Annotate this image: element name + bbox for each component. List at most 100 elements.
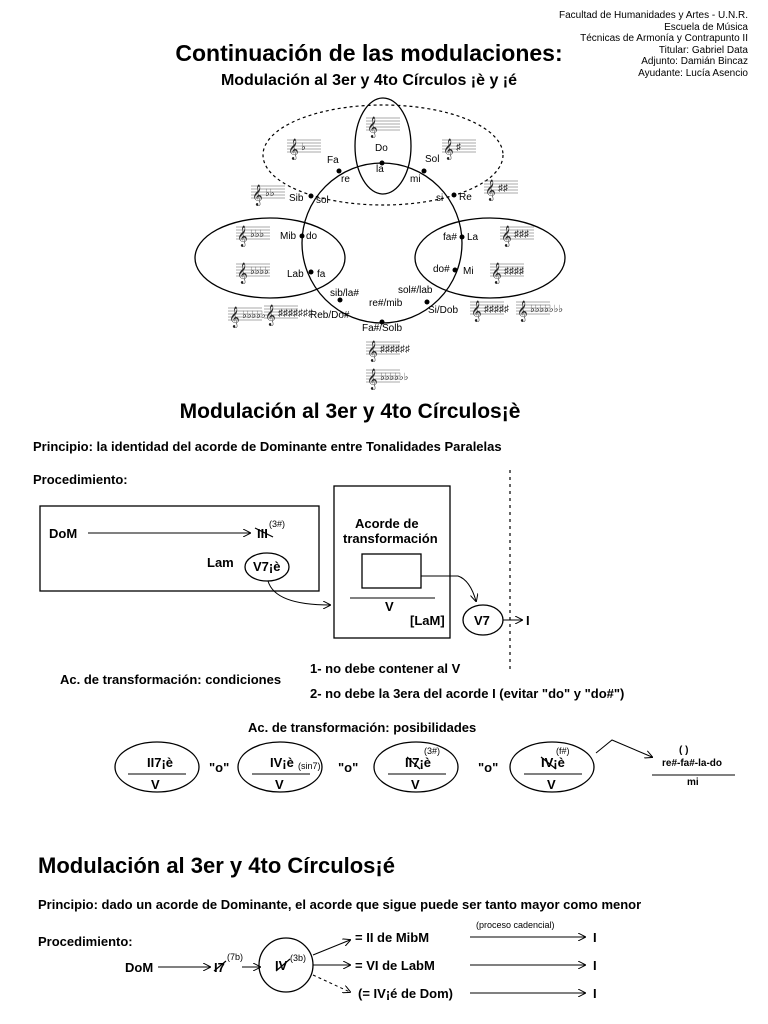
key-label: mi	[410, 174, 421, 185]
svg-text:♭♭♭♭♭♭: ♭♭♭♭♭♭	[380, 372, 409, 383]
tonic-1: I	[593, 930, 597, 945]
key-label: sib/la#	[330, 288, 359, 299]
svg-text:♯♯♯♯♯♯♯: ♯♯♯♯♯♯♯	[278, 308, 313, 319]
svg-text:𝄞: 𝄞	[367, 117, 378, 138]
tonic-2: I	[593, 958, 597, 973]
key-label: Sib	[289, 193, 304, 204]
result-3: (= IV¡é de Dom)	[358, 986, 453, 1001]
lam-key-label: [LaM]	[410, 613, 445, 628]
v7e-arrow	[267, 580, 330, 605]
header-line: Ayudante: Lucía Asencio	[638, 67, 748, 79]
svg-text:𝄞: 𝄞	[485, 180, 496, 201]
key-label: sol	[316, 195, 329, 206]
svg-text:𝄞: 𝄞	[501, 226, 512, 247]
box-title-1: Acorde de	[355, 516, 419, 531]
svg-text:♯♯♯♯: ♯♯♯♯	[504, 266, 524, 277]
svg-text:♭♭♭♭: ♭♭♭♭	[250, 266, 269, 277]
transform-slot	[361, 553, 422, 589]
condition-2: 2- no debe la 3era del acorde I (evitar …	[310, 686, 625, 701]
key-label: Fa	[327, 155, 339, 166]
option-4-den: V	[547, 777, 556, 792]
dashed-ellipse	[262, 104, 504, 206]
iii-label: III	[257, 526, 268, 541]
left-box	[39, 505, 320, 592]
key-label: Mib	[280, 231, 297, 242]
svg-text:♭♭♭♭♭: ♭♭♭♭♭	[242, 310, 266, 321]
svg-text:𝄞: 𝄞	[443, 139, 454, 160]
result-1: = II de MibM	[355, 930, 430, 945]
key-label: si	[436, 193, 443, 204]
top-ellipse	[354, 97, 412, 195]
section2-procedure: Procedimiento:	[38, 934, 133, 949]
key-label: sol#/lab	[398, 285, 433, 296]
svg-text:𝄞: 𝄞	[367, 341, 378, 362]
header-line: Escuela de Música	[664, 21, 748, 33]
key-label: Re	[459, 192, 472, 203]
circle-key-labels: Do la Sol mi Re si La fa# Mi do# Si/Dob …	[280, 143, 479, 334]
svg-text:♭♭: ♭♭	[265, 188, 275, 199]
i7-sup: (7b)	[227, 952, 244, 962]
key-label: la	[376, 164, 384, 175]
possibilities-diagram	[114, 739, 735, 793]
or-3: "o"	[478, 760, 499, 775]
option-3-oval	[373, 741, 459, 793]
key-label: Sol	[425, 154, 439, 165]
option-3-num: II7¡è	[405, 755, 432, 770]
key-signature-glyphs: 𝄞 𝄞♭ 𝄞♯ 𝄞♭♭ 𝄞♯♯ 𝄞♭♭♭ 𝄞♯♯♯ 𝄞♭♭♭♭ 𝄞♯♯♯♯ 𝄞♭…	[227, 117, 563, 390]
svg-text:♯♯♯♯♯♯: ♯♯♯♯♯♯	[380, 344, 410, 355]
box-v-label: V	[385, 599, 394, 614]
circle-of-fifths-diagram: Do la Sol mi Re si La fa# Mi do# Si/Dob …	[194, 97, 566, 390]
option-3-sup: (3#)	[424, 746, 441, 756]
svg-text:𝄞: 𝄞	[252, 185, 263, 206]
svg-text:♯♯♯♯♯: ♯♯♯♯♯	[484, 304, 509, 315]
section2-diagram	[158, 915, 768, 1020]
condition-1: 1- no debe contener al V	[310, 661, 461, 676]
header-line: Técnicas de Armonía y Contrapunto II	[580, 33, 748, 44]
key-label: fa	[317, 269, 326, 280]
key-label: Fa#/Solb	[362, 323, 402, 334]
v7e-oval	[244, 552, 290, 582]
conditions-label: Ac. de transformación: condiciones	[60, 672, 282, 687]
circle-points	[299, 160, 465, 325]
institution-header: Facultad de Humanidades y Artes - U.N.R.…	[559, 10, 748, 79]
section1-principle: Principio: la identidad del acorde de Do…	[33, 439, 502, 454]
key-label: Si/Dob	[428, 305, 458, 316]
page-subtitle: Modulación al 3er y 4to Círculos ¡è y ¡é	[220, 72, 518, 89]
svg-text:𝄞: 𝄞	[265, 305, 276, 326]
option-1-num: II7¡è	[147, 755, 174, 770]
option-3-den: V	[411, 777, 420, 792]
header-line: Adjunto: Damián Bincaz	[641, 56, 748, 67]
svg-text:𝄞: 𝄞	[517, 301, 528, 322]
right-ellipse	[414, 217, 566, 299]
option-2-den: V	[275, 777, 284, 792]
box-title-2: transformación	[343, 531, 438, 546]
section2-principle: Principio: dado un acorde de Dominante, …	[38, 897, 642, 912]
iv-label: IV	[275, 958, 288, 973]
dom-label-2: DoM	[125, 960, 154, 975]
svg-text:𝄞: 𝄞	[491, 263, 502, 284]
header-line: Facultad de Humanidades y Artes - U.N.R.	[559, 10, 748, 21]
svg-text:𝄞: 𝄞	[367, 369, 378, 390]
transform-box	[333, 485, 451, 639]
key-label: La	[467, 232, 479, 243]
option-4-oval	[509, 741, 595, 793]
or-2: "o"	[338, 760, 359, 775]
key-label: Lab	[287, 269, 304, 280]
section1-heading: Modulación al 3er y 4to Círculos¡è	[179, 400, 521, 423]
note-paren: ( )	[679, 745, 689, 756]
svg-text:♯: ♯	[456, 142, 461, 153]
section2-heading: Modulación al 3er y 4to Círculos¡é	[38, 853, 395, 878]
key-label: fa#	[443, 232, 457, 243]
note-denominator: mi	[687, 777, 699, 788]
lam-label: Lam	[207, 555, 234, 570]
result-2: = VI de LabM	[355, 958, 435, 973]
slot-arrow	[421, 575, 476, 601]
i-label: I	[526, 613, 530, 628]
key-label: re	[341, 174, 350, 185]
svg-text:𝄞: 𝄞	[237, 226, 248, 247]
cadence-note: (proceso cadencial)	[476, 920, 555, 930]
key-label: do#	[433, 264, 450, 275]
tonic-3: I	[593, 986, 597, 1001]
branch-3-arrow	[312, 974, 350, 992]
option-2-num: IV¡è	[270, 755, 294, 770]
